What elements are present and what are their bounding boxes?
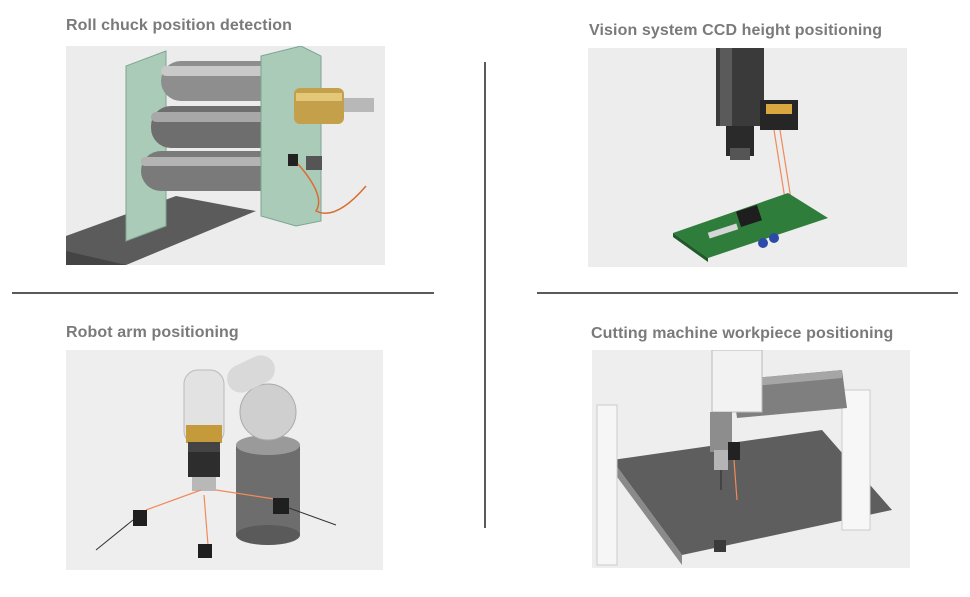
robot-arm-illustration: [66, 350, 383, 570]
roll-chuck-illustration: [66, 46, 385, 265]
caption-roll-chuck: Roll chuck position detection: [66, 17, 293, 34]
divider-horizontal-right: [537, 292, 958, 294]
vision-ccd-illustration: [588, 48, 907, 267]
caption-cutting-machine: Cutting machine workpiece positioning: [591, 325, 894, 342]
caption-vision-ccd: Vision system CCD height positioning: [589, 22, 883, 39]
cutting-machine-illustration: [592, 350, 910, 568]
divider-horizontal-left: [12, 292, 434, 294]
caption-robot-arm: Robot arm positioning: [66, 324, 239, 341]
divider-vertical: [484, 62, 486, 528]
